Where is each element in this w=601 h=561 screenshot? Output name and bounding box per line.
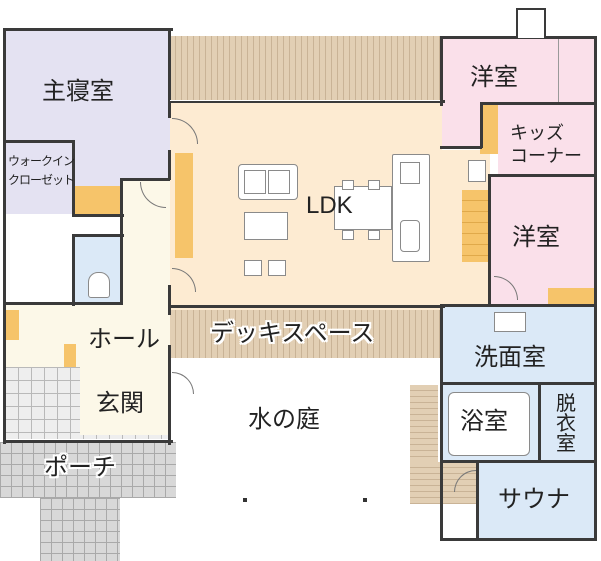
door-swing-icon (172, 372, 194, 394)
wall (120, 178, 170, 181)
water-garden-label: 水の庭 (248, 406, 320, 433)
deck-top (170, 36, 442, 102)
wall (120, 178, 123, 304)
wall (538, 382, 541, 462)
wall (168, 285, 171, 315)
wall (476, 460, 479, 540)
wall (3, 140, 75, 143)
wall (480, 102, 595, 105)
window (170, 100, 440, 105)
wall (440, 146, 482, 149)
garden-marker (363, 498, 367, 502)
wall (440, 36, 443, 106)
fridge-icon (468, 160, 486, 182)
deck-space-label: デッキスペース (210, 320, 375, 347)
sofa-seat-icon (268, 170, 290, 194)
wall (440, 538, 597, 541)
toilet-icon (88, 272, 110, 298)
dining-chair-icon (368, 180, 380, 190)
kids-corner-accent (480, 104, 498, 154)
wall (440, 460, 597, 463)
walk-in-closet-label: ウォークイン クローゼット (8, 154, 75, 188)
wall (440, 382, 597, 385)
sink-icon (400, 220, 420, 252)
dining-table-icon (334, 186, 392, 230)
wall (594, 36, 597, 540)
ldk-accent-left (175, 153, 193, 258)
porch-floor (0, 442, 176, 498)
washbasin-icon (494, 312, 526, 332)
ldk-label: LDK (306, 192, 353, 219)
western-room-2-accent (548, 288, 594, 306)
kids-corner (498, 104, 594, 176)
wall (170, 100, 445, 103)
wall (480, 102, 483, 148)
wall (72, 214, 124, 217)
sauna-label: サウナ (498, 486, 570, 513)
bathtub-icon (448, 392, 530, 456)
garden-marker (243, 498, 247, 502)
dining-chair-icon (368, 230, 380, 240)
western-room-1-closet (558, 38, 594, 104)
kids-corner-label: キッズ コーナー (510, 123, 582, 166)
wall (3, 28, 6, 444)
wall (72, 234, 75, 306)
sauna (478, 462, 597, 540)
wall (168, 150, 171, 180)
balcony (516, 8, 546, 38)
dressing-room (540, 384, 597, 462)
wall (3, 28, 173, 31)
ldk-stairs (462, 190, 488, 262)
wall (170, 305, 445, 308)
wall (72, 234, 124, 237)
porch-steps (40, 498, 120, 561)
wall (168, 28, 171, 118)
wall (3, 302, 123, 305)
hall-small-closet (5, 310, 19, 340)
dining-chair-icon (342, 180, 354, 190)
deck-space-area (170, 310, 442, 358)
wall (488, 174, 596, 177)
porch-label: ポーチ (44, 454, 116, 481)
tv-stand-icon (244, 260, 262, 276)
bathroom-label: 浴室 (460, 408, 508, 435)
tv-stand-icon (268, 260, 286, 276)
wall (168, 345, 171, 445)
entrance-label: 玄関 (96, 390, 144, 417)
coffee-table-icon (244, 212, 288, 240)
entrance-step (80, 367, 170, 435)
wall (440, 304, 597, 307)
washroom-label: 洗面室 (474, 344, 546, 371)
wall (72, 140, 75, 216)
walk-in-closet (5, 142, 75, 214)
wall (440, 304, 443, 540)
wall (3, 440, 173, 443)
western-room-2-label: 洋室 (512, 224, 560, 251)
master-bedroom-label: 主寝室 (42, 78, 114, 105)
stove-icon (400, 162, 420, 184)
closet-accent (75, 186, 123, 216)
dressing-room-label: 脱 衣 室 (556, 393, 576, 455)
sofa-seat-icon (244, 170, 266, 194)
wall (488, 174, 491, 304)
western-room-1-label: 洋室 (470, 64, 518, 91)
hall-label: ホール (88, 326, 160, 353)
hall-area (5, 305, 170, 367)
dining-chair-icon (342, 230, 354, 240)
